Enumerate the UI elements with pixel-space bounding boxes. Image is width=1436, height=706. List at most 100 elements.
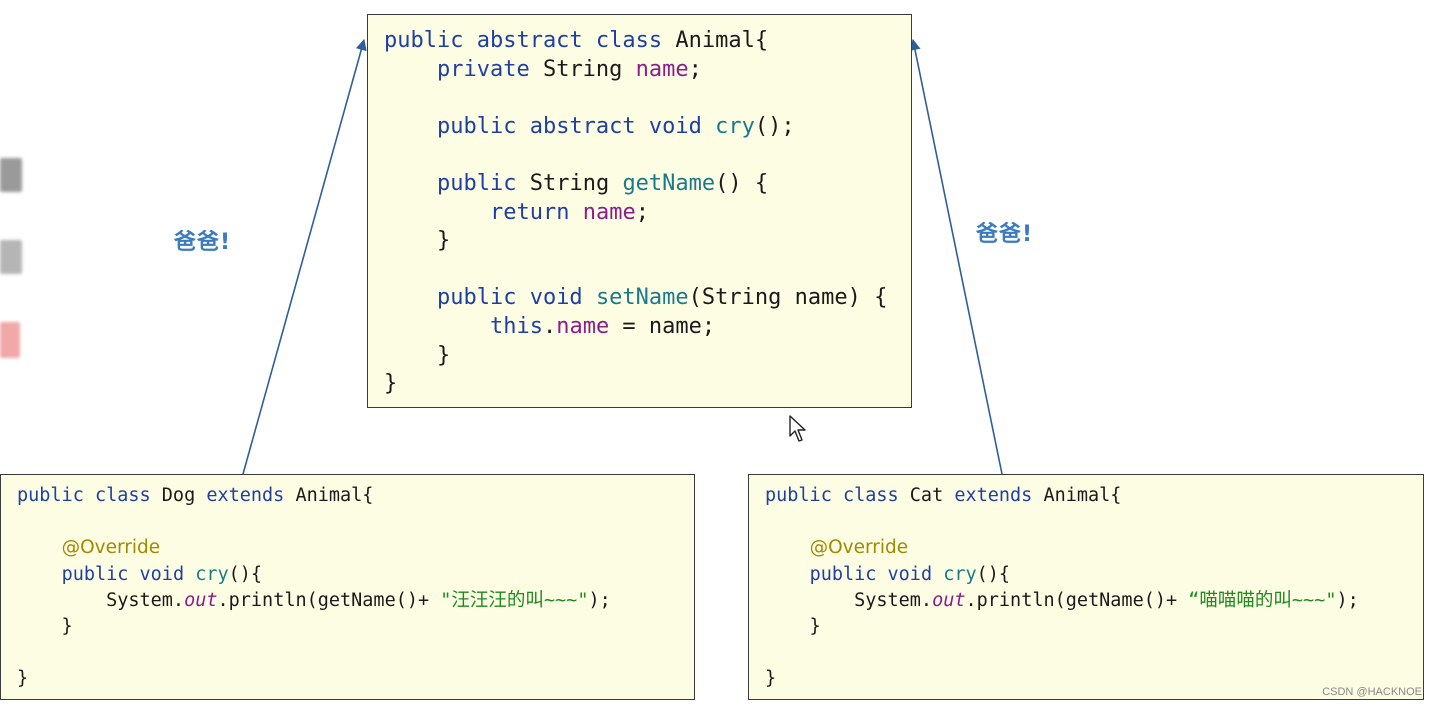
blurred-artifact (0, 158, 22, 192)
code-token: Animal{ (284, 485, 374, 506)
code-token (17, 537, 62, 558)
code-line (384, 256, 911, 285)
code-token: (); (754, 113, 795, 139)
code-token (384, 314, 490, 339)
code-token: cry (943, 563, 977, 585)
code-line: public abstract void cry(); (384, 113, 911, 142)
code-token: out (184, 589, 218, 611)
mouse-cursor-icon (789, 415, 806, 442)
code-token (384, 114, 437, 139)
code-token: () { (715, 170, 769, 196)
dog-class-box: public class Dog extends Animal{ @Overri… (0, 474, 695, 700)
code-token: getName (622, 170, 716, 196)
code-token (583, 285, 596, 310)
code-token: public abstract void (436, 113, 702, 139)
code-line: @Override (765, 535, 1423, 561)
code-line: @Override (17, 535, 694, 561)
code-token (384, 285, 437, 310)
code-token: name (582, 199, 636, 225)
code-token (569, 200, 582, 225)
code-line: this.name = name; (384, 313, 911, 342)
code-line: public class Cat extends Animal{ (765, 483, 1423, 509)
code-token: out (932, 589, 966, 611)
code-token: name (635, 56, 689, 82)
code-token: } (384, 342, 451, 368)
code-token: public void (436, 285, 583, 311)
code-token: public void (809, 563, 933, 585)
code-token (765, 537, 810, 558)
code-token: @Override (809, 537, 909, 559)
code-token: public (436, 170, 517, 196)
code-token: (String name) { (688, 285, 888, 311)
code-token: String (529, 56, 636, 82)
dog-inherit-arrow (242, 38, 367, 475)
code-token (384, 200, 490, 225)
code-line (765, 509, 1423, 535)
code-token (184, 564, 195, 585)
code-token: return (489, 199, 570, 225)
code-token: public class (17, 485, 151, 506)
code-token: cry (715, 113, 755, 139)
code-line: return name; (384, 199, 911, 228)
blurred-artifact (0, 322, 20, 358)
code-token: . (542, 313, 557, 339)
blurred-artifact (0, 240, 22, 274)
code-token: } (384, 228, 451, 254)
code-token: (){ (976, 563, 1011, 585)
code-line: System.out.println(getName()+ “喵喵喵的叫~~~"… (765, 588, 1423, 614)
code-token: String (516, 170, 623, 196)
code-line: public abstract class Animal{ (384, 27, 911, 56)
code-token: name (556, 313, 610, 339)
code-token: “喵喵喵的叫~~~" (1188, 589, 1337, 611)
code-token: } (765, 615, 821, 637)
code-line (17, 640, 694, 666)
code-token: public void (61, 563, 185, 585)
animal-class-box: public abstract class Animal{ private St… (367, 14, 912, 408)
code-token: extends (954, 485, 1033, 506)
code-line: public class Dog extends Animal{ (17, 483, 694, 509)
code-line: } (384, 342, 911, 371)
code-token: .println(getName()+ (965, 589, 1189, 611)
code-token: extends (206, 485, 285, 506)
code-token: System. (17, 589, 185, 611)
code-line (17, 509, 694, 535)
left-dad-label: 爸爸! (174, 230, 232, 255)
code-line: public void cry(){ (765, 562, 1423, 588)
watermark: CSDN @HACKNOE (1322, 686, 1422, 698)
code-token: Animal{ (662, 28, 769, 53)
code-token: } (17, 668, 29, 690)
code-line (384, 141, 911, 170)
code-token: = name; (609, 313, 716, 339)
code-line: public void cry(){ (17, 562, 694, 588)
code-token: setName (595, 285, 689, 311)
code-line: public String getName() { (384, 170, 911, 199)
code-line: private String name; (384, 56, 911, 85)
code-token: ); (588, 589, 611, 611)
code-line: public void setName(String name) { (384, 284, 911, 313)
code-token (932, 564, 943, 585)
code-token: } (765, 668, 777, 690)
code-token: ; (635, 199, 649, 225)
code-token: } (17, 615, 73, 637)
code-token (702, 114, 715, 139)
code-token: Cat (898, 485, 955, 506)
code-token: ); (1336, 589, 1359, 611)
code-line: } (17, 666, 694, 692)
code-token (384, 57, 437, 82)
code-line: } (765, 614, 1423, 640)
code-line (765, 640, 1423, 666)
cat-class-box: public class Cat extends Animal{ @Overri… (748, 474, 1424, 700)
code-token: "汪汪汪的叫~~~" (440, 589, 589, 611)
code-token: Dog (150, 485, 207, 506)
code-line (384, 84, 911, 113)
code-token: Animal{ (1032, 485, 1122, 506)
code-token: public class (765, 485, 899, 506)
code-line: } (384, 227, 911, 256)
code-token: private (436, 56, 530, 82)
code-token: (){ (228, 563, 263, 585)
code-line: System.out.println(getName()+ "汪汪汪的叫~~~"… (17, 588, 694, 614)
cat-inherit-arrow (909, 38, 1003, 475)
code-token (17, 564, 62, 585)
code-token: } (384, 371, 398, 397)
code-token: public abstract class (384, 28, 663, 53)
